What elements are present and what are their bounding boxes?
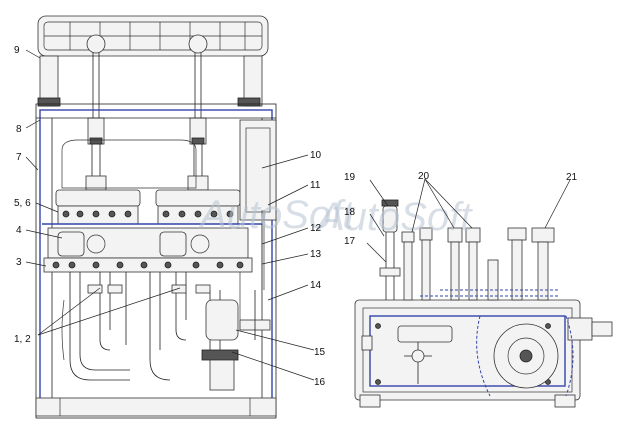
callout-21: 21 [566,172,578,183]
bottom-pump [201,290,271,391]
callout-13: 13 [310,249,322,260]
control-box [239,119,277,290]
callout-3: 3 [16,257,22,268]
callout-19: 19 [344,172,356,183]
callout-12: 12 [310,223,322,234]
front-view [35,15,277,419]
callout-15: 15 [314,347,326,358]
connector-row [379,199,560,301]
leader-lines [25,49,571,381]
callout-labels: 9 8 7 5, 6 4 3 1, 2 10 11 12 13 14 15 16… [14,45,578,388]
plan-view [354,199,613,408]
valve-block [43,227,253,273]
callout-14: 14 [310,280,322,291]
callout-10: 10 [310,150,322,161]
knob-assembly-right [187,34,209,191]
knob-assembly-left [85,34,107,191]
lever-mechanism [361,325,453,384]
pipework [61,272,241,381]
base-plate [354,299,613,408]
callout-5-6: 5, 6 [14,198,31,209]
callout-8: 8 [16,124,22,135]
callout-1-2: 1, 2 [14,334,31,345]
callout-18: 18 [344,207,356,218]
callout-20: 20 [418,171,430,182]
bolt-row-right [162,210,234,218]
callout-4: 4 [16,225,22,236]
watermark-text-right: AutoSoft [316,195,473,239]
callout-11: 11 [310,180,321,191]
top-grille [37,15,269,107]
callout-7: 7 [16,152,22,163]
pump-disc [476,315,574,397]
bolt-row-left [62,210,132,218]
callout-9: 9 [14,45,20,56]
callout-16: 16 [314,377,326,388]
callout-17: 17 [344,236,356,247]
hoppers [42,139,262,225]
